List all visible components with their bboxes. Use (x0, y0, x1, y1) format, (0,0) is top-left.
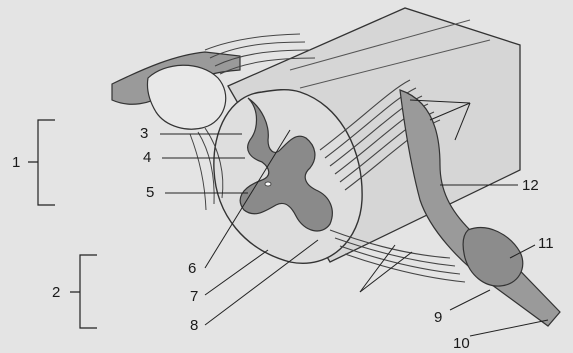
label-8: 8 (190, 318, 198, 333)
label-6: 6 (188, 261, 196, 276)
label-1: 1 (12, 155, 20, 170)
label-12: 12 (522, 178, 539, 193)
central-canal (265, 182, 271, 186)
label-10: 10 (453, 336, 470, 351)
label-11: 11 (538, 236, 554, 251)
label-9: 9 (434, 310, 442, 325)
label-4: 4 (143, 150, 151, 165)
label-7: 7 (190, 289, 198, 304)
label-3: 3 (140, 126, 148, 141)
label-5: 5 (146, 185, 154, 200)
label-2: 2 (52, 285, 60, 300)
